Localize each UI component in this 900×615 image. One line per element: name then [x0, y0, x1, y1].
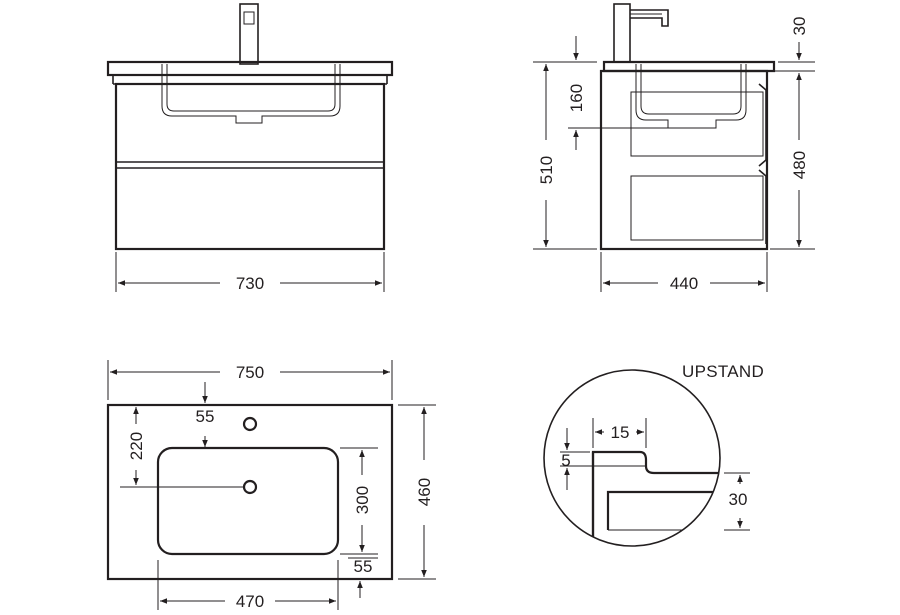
- dim-side-height-cabinet: 480: [790, 151, 809, 179]
- dim-bowl-front-inset: 55: [354, 557, 373, 576]
- waste-hole: [242, 479, 258, 495]
- basin-bowl-top: [156, 446, 340, 556]
- top-view: 750 460 220 55 300 55 470: [106, 360, 436, 611]
- dim-tap-hole-inset: 55: [196, 407, 215, 426]
- dim-top-thickness: 30: [790, 17, 809, 36]
- dim-top-depth: 460: [415, 478, 434, 506]
- side-view: 510 160 480 30 440: [533, 3, 815, 293]
- dim-top-width: 750: [236, 363, 264, 382]
- dim-tap-hole-offset: 220: [127, 432, 146, 460]
- cabinet-front: [114, 82, 386, 251]
- countertop-top: [106, 403, 394, 581]
- dim-upstand-width: 15: [611, 423, 630, 442]
- dim-front-width: 730: [236, 274, 264, 293]
- dim-basin-depth: 160: [567, 84, 586, 112]
- detail-circle: [543, 369, 721, 547]
- dim-bowl-depth: 300: [353, 486, 372, 514]
- dim-bowl-width: 470: [236, 592, 264, 611]
- dim-side-height-total: 510: [537, 156, 556, 184]
- dim-upstand-rise: 5: [561, 451, 570, 470]
- dim-upstand-height: 30: [729, 490, 748, 509]
- cabinet-side: [599, 69, 769, 251]
- tap-side: [613, 3, 669, 63]
- countertop-front: [106, 60, 394, 77]
- tap-front: [239, 3, 259, 65]
- dim-side-depth: 440: [670, 274, 698, 293]
- upstand-detail: UPSTAND 15 5 30: [543, 362, 764, 547]
- upstand-title: UPSTAND: [682, 362, 764, 381]
- tap-hole: [242, 416, 258, 432]
- front-view: 730: [106, 3, 394, 293]
- basin-outline-front: [161, 64, 341, 124]
